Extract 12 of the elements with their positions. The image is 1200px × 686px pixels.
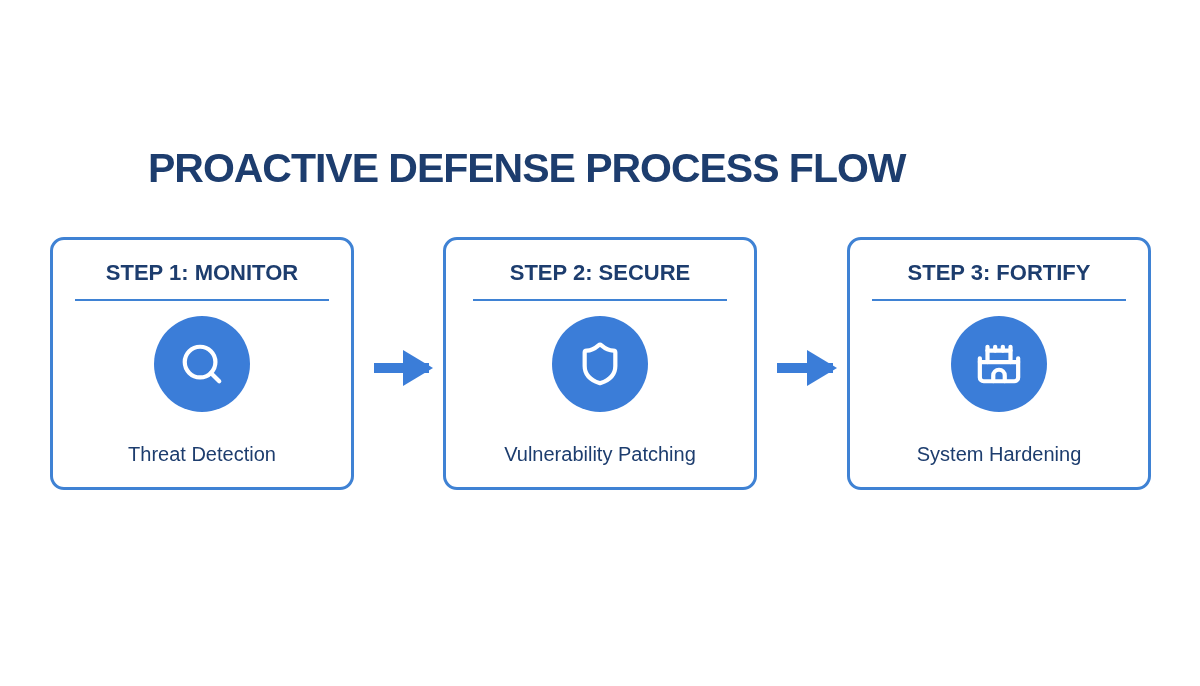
- step-heading: STEP 1: MONITOR: [105, 259, 299, 287]
- step-heading: STEP 2: SECURE: [509, 259, 691, 287]
- step-card: [50, 237, 354, 490]
- step-label: System Hardening: [916, 442, 1082, 467]
- diagram-title: PROACTIVE DEFENSE PROCESS FLOW: [148, 144, 906, 193]
- arrow: [777, 350, 837, 386]
- arrow: [374, 350, 433, 386]
- step-label: Vulnerability Patching: [504, 442, 696, 467]
- step-label: Threat Detection: [128, 442, 276, 467]
- step-heading: STEP 3: FORTIFY: [907, 259, 1091, 287]
- step-card: [847, 237, 1151, 490]
- step-card: [443, 237, 757, 490]
